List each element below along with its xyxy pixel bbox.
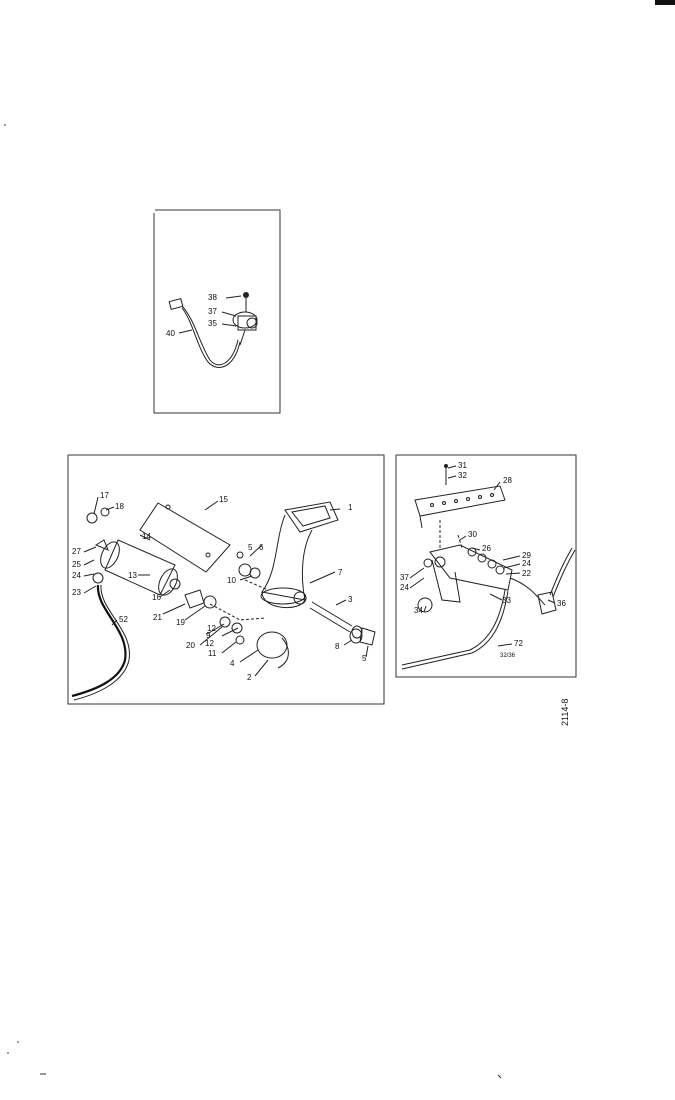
detail-panel-right: 31 32 28 30 26 29 24 22 37 24 33 34 36 7… xyxy=(395,454,577,678)
drawing-number: 2114-8 xyxy=(560,699,570,726)
detail-label-6: 29 xyxy=(522,551,531,560)
detail-label-9: 37 xyxy=(400,573,409,582)
detail-label-7: 24 xyxy=(522,559,531,568)
inset-label-2: 37 xyxy=(208,307,217,316)
inset-label-4: 40 xyxy=(166,329,175,338)
inset-label-3: 35 xyxy=(208,319,217,328)
main-label-8: 24 xyxy=(72,571,81,580)
detail-label-11: 33 xyxy=(502,596,511,605)
main-label-1: 17 xyxy=(100,491,109,500)
detail-label-8: 22 xyxy=(522,569,531,578)
detail-label-15: 32/36 xyxy=(500,653,516,659)
main-label-19: 7 xyxy=(338,568,343,577)
main-label-4: 1 xyxy=(348,503,353,512)
main-label-16: 5 xyxy=(248,543,253,552)
main-label-15: 12 xyxy=(207,624,216,633)
main-label-9: 23 xyxy=(72,588,81,597)
main-label-25: 2 xyxy=(247,673,252,682)
main-label-20: 3 xyxy=(348,595,353,604)
main-label-10: 13 xyxy=(128,571,137,580)
main-label-2: 18 xyxy=(115,502,124,511)
detail-label-1: 31 xyxy=(458,461,467,470)
main-label-28: 52 xyxy=(119,615,128,624)
main-label-27: 5 xyxy=(362,654,367,663)
main-panel-left: 17 18 15 1 14 27 25 24 23 13 16 21 19 20… xyxy=(67,454,385,705)
main-label-26: 8 xyxy=(335,642,340,651)
inset-panel-upper: 38 37 35 40 xyxy=(153,209,281,414)
main-label-3: 15 xyxy=(219,495,228,504)
detail-label-5: 26 xyxy=(482,544,491,553)
main-label-21: 9 xyxy=(206,631,211,640)
detail-label-12: 34 xyxy=(414,606,423,615)
main-label-11: 16 xyxy=(152,593,161,602)
main-label-23: 11 xyxy=(208,649,217,658)
detail-label-14: 72 xyxy=(514,639,523,648)
main-label-14: 20 xyxy=(186,641,195,650)
main-label-5: 14 xyxy=(142,532,151,541)
detail-label-10: 24 xyxy=(400,583,409,592)
main-label-12: 21 xyxy=(153,613,162,622)
main-label-22: 12 xyxy=(205,639,214,648)
main-label-6: 27 xyxy=(72,547,81,556)
main-label-24: 4 xyxy=(230,659,235,668)
main-label-13: 19 xyxy=(176,618,185,627)
detail-label-4: 30 xyxy=(468,530,477,539)
detail-label-2: 32 xyxy=(458,471,467,480)
corner-mark xyxy=(655,0,675,5)
detail-label-3: 28 xyxy=(503,476,512,485)
main-label-18: 10 xyxy=(227,576,236,585)
main-label-17: 6 xyxy=(259,543,264,552)
main-label-7: 25 xyxy=(72,560,81,569)
detail-label-13: 36 xyxy=(557,599,566,608)
inset-label-1: 38 xyxy=(208,293,217,302)
